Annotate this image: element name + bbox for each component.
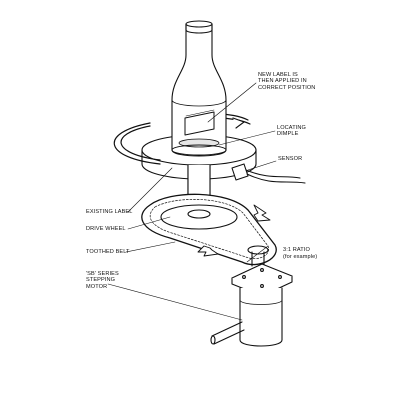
toothed-belt-text: TOOTHED BELT	[86, 249, 130, 255]
new-label	[184, 111, 215, 136]
new-label-text: NEW LABEL IS THEN APPLIED IN CORRECT POS…	[258, 72, 316, 91]
bottle	[171, 20, 227, 157]
stepping-motor	[210, 263, 293, 347]
direction-arrow-icon	[197, 204, 271, 257]
leader-lines	[107, 82, 277, 321]
drive-wheel-text: DRIVE WHEEL	[86, 226, 126, 232]
motor-text: 'SB' SERIES STEPPING MOTOR	[86, 271, 119, 290]
ratio-text: 3:1 RATIO	[283, 247, 310, 253]
sensor	[231, 163, 306, 184]
existing-label-text: EXISTING LABEL	[86, 209, 133, 215]
locating-dimple-text: LOCATING DIMPLE	[277, 125, 306, 138]
ratio-note-text: (for example)	[283, 254, 318, 260]
motor-pulley	[247, 245, 269, 267]
sensor-text: SENSOR	[278, 156, 303, 162]
drive-wheel	[160, 204, 238, 230]
